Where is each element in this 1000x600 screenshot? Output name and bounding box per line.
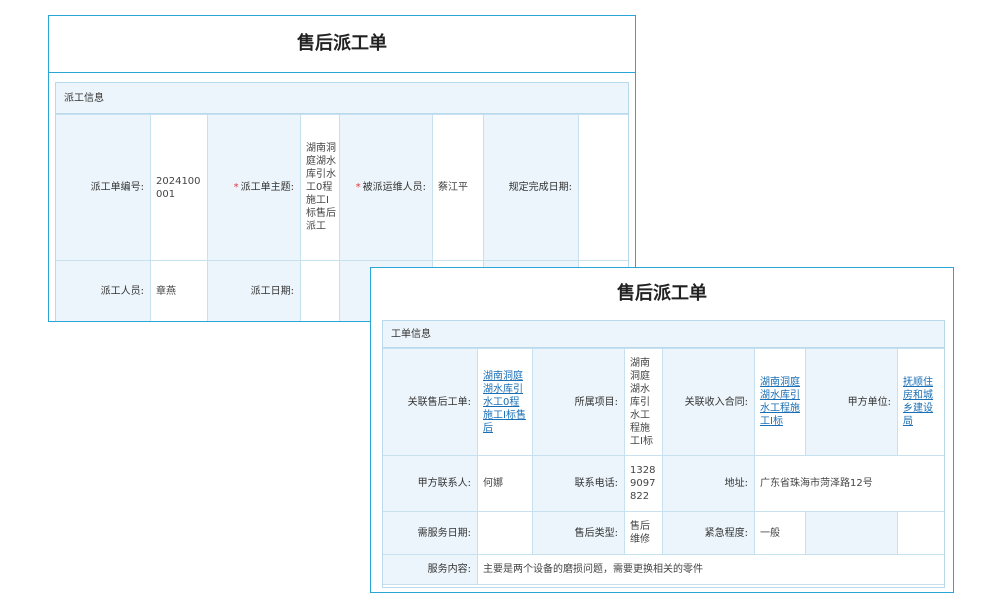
party-a-link[interactable]: 抚顺住房和城乡建设局 (903, 377, 933, 427)
party-a-label: 甲方单位: (805, 348, 898, 456)
dispatch-date-value[interactable] (300, 260, 340, 321)
work-order-info-table: 关联售后工单: 湖南洞庭湖水库引水工0程施工I标售后 所属项目: 湖南洞庭湖水库… (383, 348, 944, 585)
content-label: 服务内容: (383, 554, 478, 585)
service-date-label: 需服务日期: (383, 511, 478, 555)
contract-label: 关联收入合同: (662, 348, 755, 456)
contact-label: 甲方联系人: (383, 455, 478, 512)
contract-link[interactable]: 湖南洞庭湖水库引水工程施工I标 (760, 377, 800, 427)
deadline-value[interactable] (578, 114, 628, 261)
contact-value: 何娜 (477, 455, 533, 512)
subject-label: *派工单主题: (207, 114, 301, 261)
empty-value-cell (897, 511, 944, 555)
urgency-label: 紧急程度: (662, 511, 755, 555)
address-label: 地址: (662, 455, 755, 512)
service-type-value: 售后维修 (624, 511, 663, 555)
assignee-value: 蔡江平 (432, 114, 484, 261)
work-order-info-header: 工单信息 (383, 321, 944, 348)
content-value: 主要是两个设备的磨损问题，需要更换相关的零件 (477, 554, 944, 585)
dispatch-info-header: 派工信息 (56, 83, 628, 114)
empty-label-cell (805, 511, 898, 555)
related-order-label: 关联售后工单: (383, 348, 478, 456)
project-value: 湖南洞庭湖水库引水工程施工I标 (624, 348, 663, 456)
related-order-link[interactable]: 湖南洞庭湖水库引水工0程施工I标售后 (483, 370, 526, 434)
project-label: 所属项目: (532, 348, 625, 456)
assignee-label: *被派运维人员: (339, 114, 433, 261)
dispatch-date-label: 派工日期: (207, 260, 301, 321)
dispatch-form-panel-front: 售后派工单 工单信息 关联售后工单: 湖南洞庭湖水库引水工0程施工I标售后 所属… (370, 267, 954, 593)
dispatch-form-title: 售后派工单 (49, 16, 635, 73)
deadline-label: 规定完成日期: (483, 114, 579, 261)
dispatcher-label: 派工人员: (56, 260, 151, 321)
work-order-title: 售后派工单 (617, 283, 707, 304)
order-no-label: 派工单编号: (56, 114, 151, 261)
required-marker: * (233, 182, 239, 193)
service-date-value[interactable] (477, 511, 533, 555)
urgency-value: 一般 (754, 511, 806, 555)
subject-value: 湖南洞庭湖水库引水工0程施工I标售后派工 (300, 114, 340, 261)
party-a-value: 抚顺住房和城乡建设局 (897, 348, 944, 456)
service-type-label: 售后类型: (532, 511, 625, 555)
related-order-value: 湖南洞庭湖水库引水工0程施工I标售后 (477, 348, 533, 456)
phone-value: 13289097822 (624, 455, 663, 512)
work-order-info-section: 工单信息 关联售后工单: 湖南洞庭湖水库引水工0程施工I标售后 所属项目: 湖南… (382, 320, 945, 588)
order-no-value: 2024100001 (150, 114, 208, 261)
address-value: 广东省珠海市菏泽路12号 (754, 455, 944, 512)
dispatcher-value: 章燕 (150, 260, 208, 321)
required-marker: * (355, 182, 361, 193)
phone-label: 联系电话: (532, 455, 625, 512)
contract-value: 湖南洞庭湖水库引水工程施工I标 (754, 348, 806, 456)
